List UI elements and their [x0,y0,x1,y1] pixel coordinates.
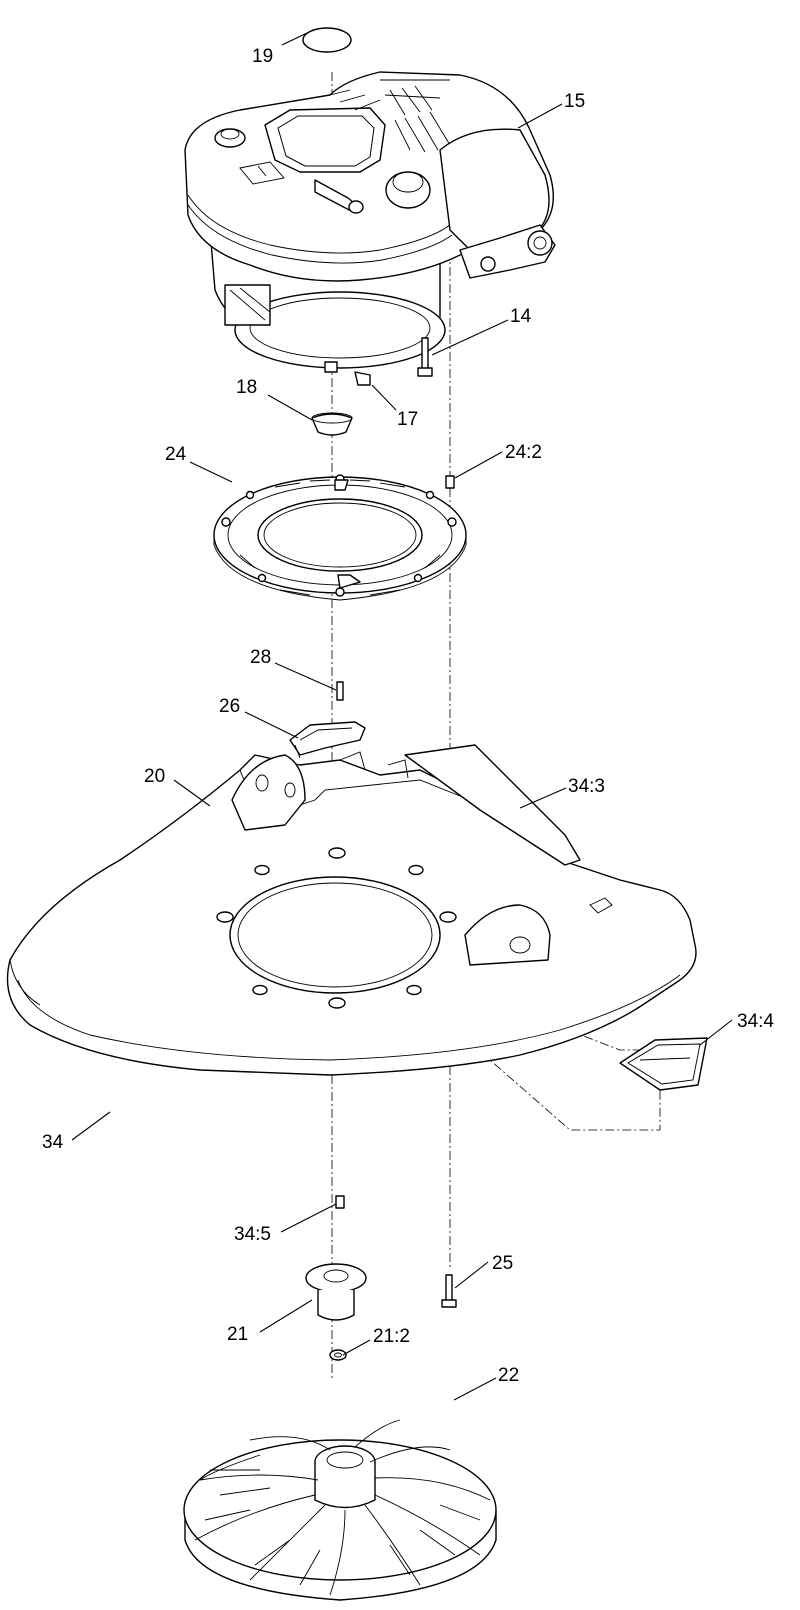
part-18-seal [311,412,353,436]
part-22-fan [183,1419,497,1601]
callout-25: 25 [492,1253,513,1274]
callout-34-3: 34:3 [568,776,605,797]
callout-14: 14 [510,306,532,327]
part-14-bolt [417,337,433,377]
callout-18: 18 [236,377,257,398]
part-34-deck [6,744,697,1076]
callout-34: 34 [42,1132,64,1153]
callout-labels: 19 15 14 18 17 24 24:2 28 26 20 34:3 34:… [42,46,774,1386]
callout-19: 19 [252,46,273,67]
callout-21-2: 21:2 [373,1326,410,1347]
part-34-5-insert [335,1195,345,1209]
callout-34-5: 34:5 [234,1224,271,1245]
part-34-4-label [619,1037,708,1091]
callout-21: 21 [227,1324,248,1345]
callout-24-2: 24:2 [505,442,542,463]
part-28-pin [336,681,344,701]
callout-15: 15 [564,91,585,112]
callout-17: 17 [397,409,418,430]
part-25-screw [441,1274,457,1308]
callout-22: 22 [498,1365,519,1386]
callout-24: 24 [165,444,187,465]
part-21-2-washer [329,1349,347,1361]
part-15-engine [184,71,556,386]
part-26-clip [289,721,366,759]
part-19-cap [302,27,352,53]
callout-34-4: 34:4 [737,1011,774,1032]
callout-26: 26 [219,696,240,717]
part-21-hub [305,1263,367,1321]
callout-28: 28 [250,647,271,668]
callout-20: 20 [144,766,165,787]
leader-lines [71,32,733,1401]
part-24-2-stud [445,475,455,489]
part-24-mounting-ring [213,474,467,601]
